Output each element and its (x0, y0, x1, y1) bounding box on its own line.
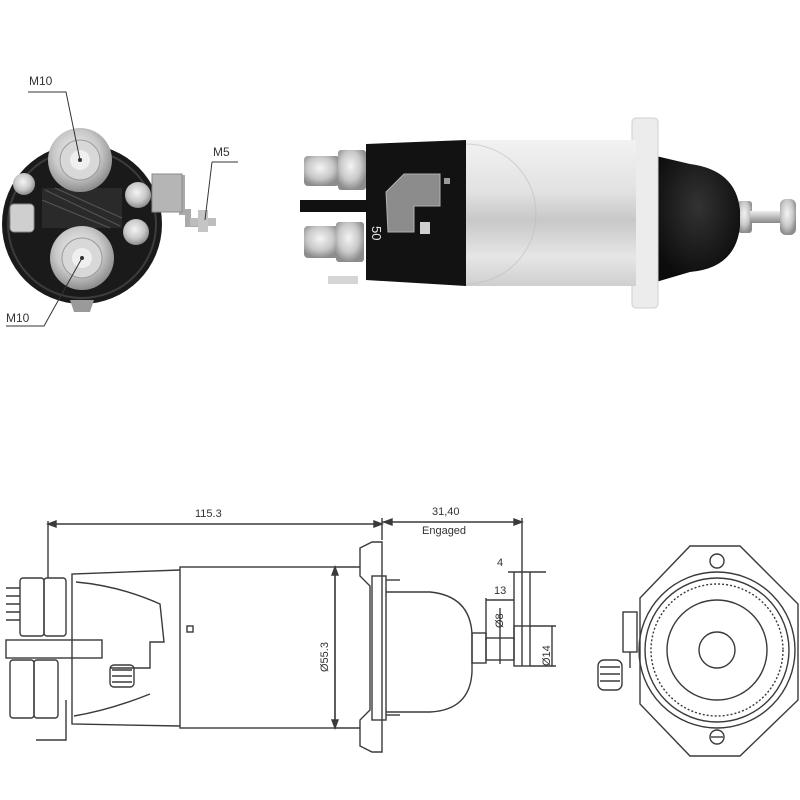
solenoid-body (464, 140, 636, 286)
label-top-m10: M10 (29, 74, 53, 88)
small-screws (9, 173, 151, 245)
label-m5: M5 (213, 145, 230, 159)
terminal-studs (300, 150, 370, 284)
terminal-cap (2, 132, 162, 312)
terminal-cap-side (366, 140, 466, 286)
label-engaged-caption: Engaged (422, 525, 467, 537)
rubber-boot (656, 156, 740, 282)
terminal-housing-outline (71, 569, 181, 727)
terminal-nuts (5, 577, 103, 741)
label-bottom-m10: M10 (6, 311, 30, 325)
label-overall-length: 115.3 (195, 508, 222, 520)
dimension-overall-length (46, 518, 384, 578)
leader-lines (6, 91, 238, 327)
plunger-rod (738, 199, 796, 235)
flange-outline (359, 541, 383, 753)
end-view-flange (639, 545, 799, 757)
m5-bracket (151, 173, 216, 232)
label-engaged-length: 31,40 (432, 506, 460, 518)
label-plunger-offset: 4 (497, 557, 504, 569)
end-view-terminal-coil (597, 659, 623, 691)
dimension-engaged-length (382, 517, 524, 666)
label-plunger-length: 13 (494, 585, 507, 597)
